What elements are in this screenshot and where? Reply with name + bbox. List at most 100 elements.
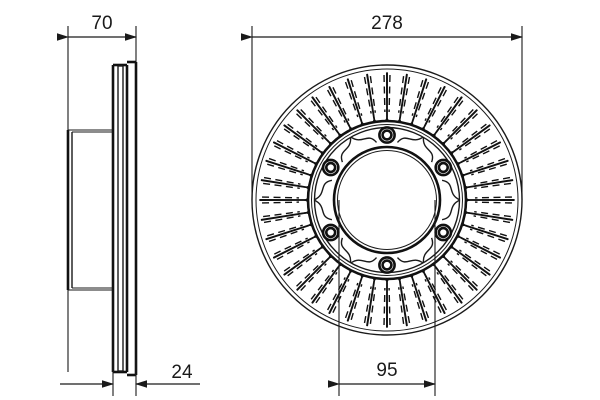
side-section-view: 70 24 (57, 13, 200, 396)
cooling-vane-hidden-line (310, 269, 335, 300)
hub-scallop (340, 137, 352, 163)
cooling-vane-hidden-line (310, 100, 335, 131)
cooling-vane-hidden-line (262, 196, 300, 199)
bolt-hole-boss (321, 158, 340, 177)
cooling-vane-hidden-line (450, 113, 478, 140)
cooling-vane-hidden-line (474, 210, 511, 218)
hub-flange-ring-2 (311, 124, 463, 276)
cooling-vane-hidden-line (474, 201, 512, 204)
cooling-vane-hidden-line (315, 96, 338, 128)
cooling-vane-hidden-line (287, 123, 318, 148)
cooling-vane-hidden-line (276, 241, 310, 261)
cooling-vane-slot (283, 109, 331, 154)
cooling-vane-hidden-line (456, 123, 487, 148)
dimension-label-70: 70 (91, 13, 112, 34)
cooling-vane-hidden-line (447, 263, 474, 291)
cooling-vane-hidden-line (344, 282, 359, 319)
cooling-vane-hidden-line (473, 215, 511, 224)
cooling-vane-hidden-line (474, 182, 511, 190)
cooling-vane-hidden-line (436, 96, 459, 128)
cooling-vane-hidden-line (267, 163, 303, 176)
bolt-hole-group (321, 126, 453, 274)
cooling-vane-hidden-line (363, 286, 372, 324)
cooling-vane-hidden-line (436, 272, 459, 304)
cooling-vane-slot (296, 256, 341, 304)
hub-bore-edge-inner (337, 150, 437, 250)
bolt-hole (381, 259, 393, 271)
cooling-vane-hidden-line (283, 249, 315, 272)
cooling-vane-hidden-line (268, 157, 305, 172)
hub-scallop (396, 257, 424, 264)
cooling-vane-hidden-line (439, 100, 464, 131)
cooling-vane-hidden-line (474, 196, 512, 199)
hub-scallop (441, 179, 460, 201)
cooling-vane-hidden-line (411, 284, 424, 320)
dimension-label-278: 278 (371, 13, 403, 34)
cooling-vane-hidden-line (415, 282, 430, 319)
cooling-vane-hidden-line (332, 279, 350, 314)
hub-scallop (314, 199, 333, 221)
bolt-hole-boss (434, 223, 453, 242)
disc-outer-edge-inner (255, 68, 519, 332)
bolt-hole-boss (378, 126, 396, 144)
cooling-vane-hidden-line (300, 109, 327, 137)
hub-scallop (422, 137, 434, 163)
cooling-vane-hidden-line (296, 113, 324, 140)
dimension-hub-diameter: 95 (328, 360, 436, 388)
cooling-vane-hidden-line (397, 287, 405, 324)
cooling-vane-hidden-line (388, 75, 391, 113)
cooling-vane-hidden-line (466, 237, 501, 255)
cooling-vane-hidden-line (411, 80, 424, 116)
cooling-vane-hidden-line (383, 287, 386, 325)
cooling-vane-hidden-line (402, 286, 411, 324)
cooling-vane-hidden-line (415, 81, 430, 118)
cooling-vane-hidden-line (263, 215, 301, 224)
cooling-vane-hidden-line (350, 284, 363, 320)
cooling-vane-hidden-line (464, 241, 498, 261)
hub-scallop (441, 199, 460, 221)
cooling-vane-hidden-line (350, 80, 363, 116)
bolt-hole (437, 226, 449, 239)
cooling-vane-hidden-line (369, 76, 377, 113)
side-disc-body (111, 60, 138, 377)
bolt-hole (437, 161, 449, 174)
hub-scallop (314, 179, 333, 201)
hub-flange-outer-ring (306, 119, 468, 281)
hub-bore-edge (332, 145, 442, 255)
cooling-vane-hidden-line (363, 76, 372, 114)
cooling-vane-slot (443, 109, 491, 154)
cooling-vane-hidden-line (263, 210, 300, 218)
hub-scallop-group (314, 136, 460, 264)
cooling-vane-hidden-line (369, 287, 377, 324)
cooling-vane-hidden-line (283, 128, 315, 151)
hub-scallop (422, 237, 434, 263)
dimension-overall-height: 70 (57, 13, 137, 41)
cooling-vane-slot (433, 256, 478, 304)
bolt-hole-boss (378, 256, 396, 274)
cooling-vane-slot (296, 96, 341, 144)
cooling-vane-hidden-line (469, 228, 506, 243)
cooling-vane-hidden-line (263, 176, 301, 185)
cooling-vane-hidden-line (263, 182, 300, 190)
cooling-vane-hidden-line (326, 89, 346, 123)
cooling-vane-hidden-line (296, 260, 324, 287)
cooling-vane-hidden-line (424, 279, 442, 314)
side-hub-barrel (66, 129, 113, 291)
dimension-label-95: 95 (376, 360, 397, 381)
cooling-vane-hidden-line (287, 252, 318, 277)
cooling-vane-hidden-line (450, 260, 478, 287)
hub-scallop (340, 237, 352, 263)
cooling-vane-hidden-line (397, 76, 405, 113)
cooling-vane-hidden-line (464, 139, 498, 159)
hub-scallop (396, 136, 424, 143)
cooling-vane-hidden-line (273, 237, 308, 255)
bolt-hole (325, 226, 337, 239)
cooling-vane-hidden-line (332, 86, 350, 121)
bolt-hole-boss (434, 158, 453, 177)
cooling-vane-hidden-line (459, 249, 491, 272)
cooling-vane-slot (433, 96, 478, 144)
cooling-vane-hidden-line (383, 75, 386, 113)
cooling-vane-hidden-line (424, 86, 442, 121)
